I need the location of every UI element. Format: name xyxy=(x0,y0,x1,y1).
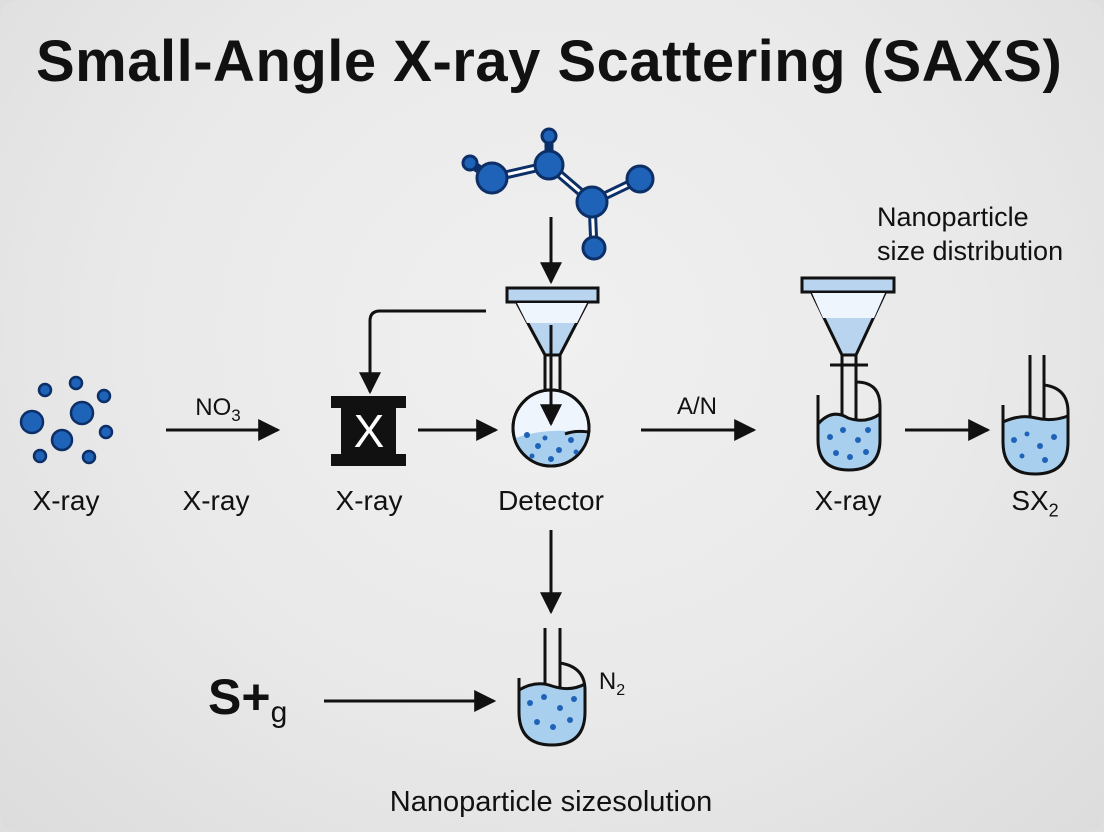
size-distribution-line1: Nanoparticle xyxy=(877,202,1029,232)
formula-sg: S+g xyxy=(208,669,288,729)
label-step3: X-ray xyxy=(335,485,403,516)
label-step2: X-ray xyxy=(182,485,250,516)
diagram-title: Small-Angle X-ray Scattering (SAXS) xyxy=(36,29,1063,94)
molecule-icon xyxy=(461,127,655,261)
label-detector: Detector xyxy=(498,485,604,516)
bottom-note: Nanoparticle sizesolution xyxy=(389,786,713,818)
x-box-symbol: X xyxy=(354,405,385,457)
particle-cluster-icon xyxy=(19,375,114,465)
label-final: SX2 xyxy=(1011,485,1059,521)
beaker-with-funnel-icon xyxy=(800,276,896,472)
label-n2: N2 xyxy=(598,668,626,699)
size-distribution-note: Nanoparticle size distribution xyxy=(877,200,1063,268)
label-step5: X-ray xyxy=(814,485,882,516)
arrow-label-no3: NO3 xyxy=(195,394,241,425)
x-box-icon: X xyxy=(331,396,406,466)
arrow-funnel-to-box xyxy=(359,309,486,395)
detector-flask-icon xyxy=(505,286,600,468)
arrow-label-an: A/N xyxy=(676,393,718,420)
label-source: X-ray xyxy=(32,485,100,516)
bottom-beaker-icon xyxy=(517,628,587,747)
final-beaker-icon xyxy=(1001,355,1070,476)
size-distribution-line2: size distribution xyxy=(877,236,1064,266)
